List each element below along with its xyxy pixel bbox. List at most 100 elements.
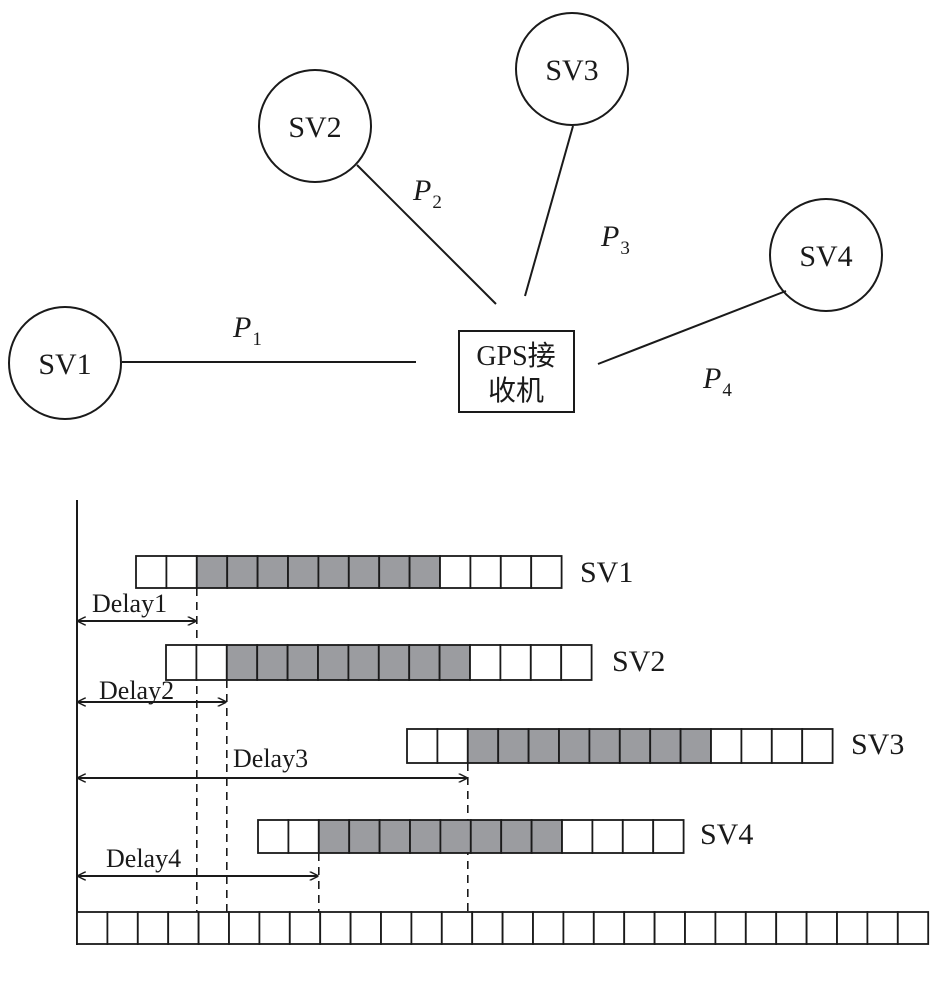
code-chip	[499, 644, 532, 681]
satellite-label: SV2	[288, 111, 341, 144]
baseline-chip	[623, 911, 656, 945]
code-chip-shaded	[317, 644, 350, 681]
code-chip-shaded	[439, 819, 472, 854]
code-chip-shaded	[347, 644, 380, 681]
code-chip-shaded	[527, 728, 560, 764]
delay-label-1: Delay1	[92, 589, 167, 618]
code-chip	[287, 819, 320, 854]
code-chip-shaded	[466, 728, 500, 764]
receiver-time-baseline	[76, 911, 930, 945]
code-chip-shaded	[679, 728, 712, 764]
baseline-chip	[76, 911, 109, 945]
code-chip-shaded	[195, 555, 229, 589]
signal-row-sv1	[78, 555, 563, 912]
baseline-chip	[866, 911, 899, 945]
baseline-chip	[805, 911, 838, 945]
path-line-sv3	[524, 125, 574, 297]
satellite-label: SV3	[545, 54, 598, 87]
code-chip-shaded	[348, 819, 381, 854]
baseline-chip	[592, 911, 626, 945]
code-chip-shaded	[347, 555, 381, 589]
code-chip-shaded	[408, 555, 441, 589]
path-line-sv2	[356, 164, 497, 305]
delay-label-4: Delay4	[106, 844, 181, 873]
code-chip	[257, 819, 290, 854]
code-chip	[652, 819, 685, 854]
baseline-chip	[319, 911, 352, 945]
code-chip	[561, 819, 594, 854]
code-chip-shaded	[286, 644, 319, 681]
code-chip-shaded	[226, 555, 259, 589]
code-chip-shaded	[497, 728, 530, 764]
baseline-chip	[896, 911, 930, 945]
baseline-chip	[836, 911, 869, 945]
code-chip	[165, 644, 198, 681]
baseline-chip	[228, 911, 261, 945]
baseline-chip	[410, 911, 443, 945]
baseline-chip	[258, 911, 291, 945]
code-chip	[165, 555, 198, 589]
receiver-label-line1: GPS接	[476, 340, 555, 372]
code-chip	[591, 819, 624, 854]
baseline-chip	[532, 911, 565, 945]
code-chip-shaded	[408, 644, 441, 681]
baseline-chip	[106, 911, 139, 945]
satellite-label: SV4	[799, 240, 852, 273]
code-chip	[195, 644, 228, 681]
gps-receiver-box: GPS接 收机	[458, 330, 575, 413]
baseline-chip	[349, 911, 382, 945]
path-label-p3: P3	[600, 220, 630, 259]
delay-label-2: Delay2	[99, 676, 174, 705]
code-chip-shaded	[500, 819, 533, 854]
path-label-p1: P1	[232, 311, 262, 350]
code-chip-shaded	[558, 728, 591, 764]
signal-row-sv3	[78, 728, 834, 912]
code-chip-shaded	[287, 555, 320, 589]
row-label-sv3: SV3	[851, 728, 904, 761]
baseline-chip	[775, 911, 808, 945]
code-chip-shaded	[377, 644, 411, 681]
satellite-sv4: SV4	[769, 198, 883, 312]
code-chip-shaded	[649, 728, 682, 764]
code-chip-shaded	[530, 819, 563, 854]
baseline-chip	[653, 911, 686, 945]
code-chip	[469, 644, 502, 681]
signal-row-sv4	[78, 819, 685, 912]
baseline-chip	[197, 911, 230, 945]
code-chip-shaded	[409, 819, 442, 854]
baseline-chip	[440, 911, 474, 945]
code-chip-shaded	[469, 819, 503, 854]
code-chip-shaded	[256, 644, 289, 681]
baseline-chip	[288, 911, 322, 945]
code-chip	[801, 728, 834, 764]
code-chip	[135, 555, 168, 589]
baseline-chip	[136, 911, 170, 945]
code-chip	[710, 728, 743, 764]
baseline-chip	[714, 911, 747, 945]
code-chip-shaded	[438, 644, 471, 681]
code-chip	[770, 728, 804, 764]
signal-row-sv2	[78, 644, 593, 912]
code-chip	[530, 555, 563, 589]
row-label-sv1: SV1	[580, 556, 633, 589]
code-chip-shaded	[225, 644, 259, 681]
code-chip	[436, 728, 469, 764]
code-chip-shaded	[317, 819, 351, 854]
satellite-geometry: SV1 SV2 SV3 SV4 P1 P2 P3 P4 GPS接 收机	[8, 12, 883, 420]
baseline-chip	[471, 911, 504, 945]
code-chip	[740, 728, 773, 764]
baseline-chip	[501, 911, 534, 945]
baseline-chip	[744, 911, 778, 945]
code-chip	[529, 644, 563, 681]
code-chip-shaded	[256, 555, 289, 589]
code-chip	[499, 555, 533, 589]
code-chip	[406, 728, 439, 764]
row-label-sv2: SV2	[612, 645, 665, 678]
code-chip	[560, 644, 593, 681]
satellite-sv2: SV2	[258, 69, 372, 183]
code-chip-shaded	[618, 728, 652, 764]
receiver-label-line2: 收机	[488, 375, 544, 407]
timing-diagram: Delay1 Delay2 Delay3 Delay4 SV1 SV2 SV3 …	[76, 500, 930, 945]
baseline-chip	[684, 911, 717, 945]
code-chip-shaded	[378, 819, 411, 854]
